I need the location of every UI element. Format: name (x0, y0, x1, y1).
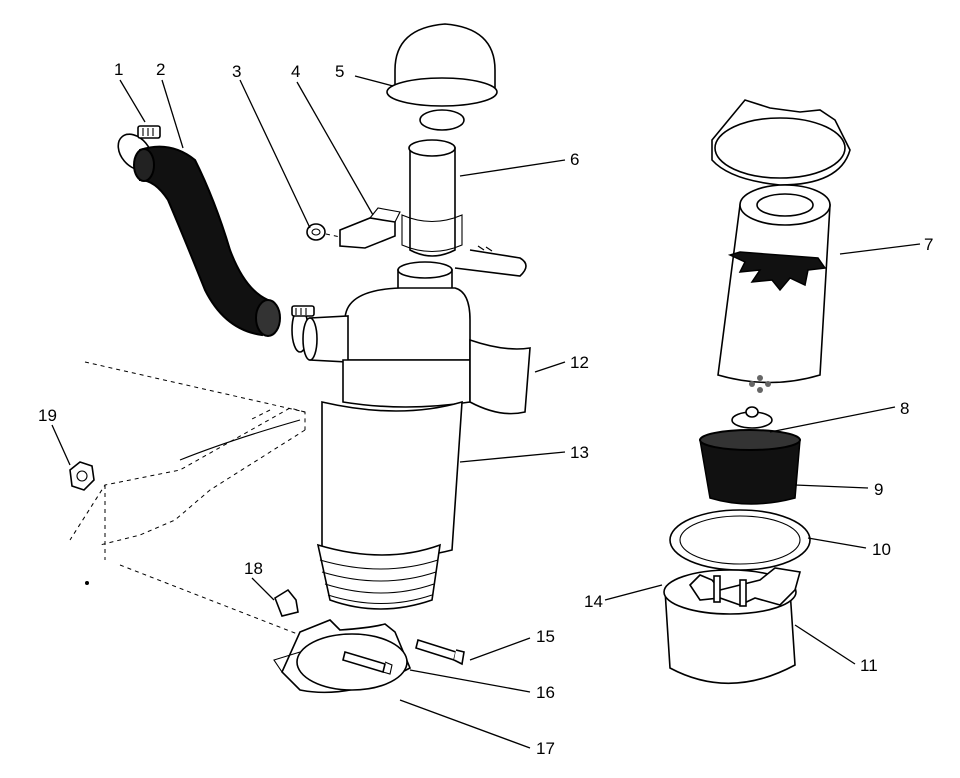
inlet-tube (401, 139, 463, 257)
precleaner-cap (386, 23, 498, 131)
callout-13: 13 (570, 443, 589, 462)
nut-small (306, 223, 326, 241)
mounting-band (273, 619, 412, 694)
carriage-bolt (342, 650, 393, 675)
callout-8: 8 (900, 399, 909, 418)
callout-2: 2 (156, 60, 165, 79)
evacuator-valve (731, 406, 773, 429)
callout-12: 12 (570, 353, 589, 372)
callout-5: 5 (335, 62, 344, 81)
callout-14: 14 (584, 592, 603, 611)
nut-clip (274, 588, 299, 617)
dust-cup (699, 429, 801, 505)
callout-17: 17 (536, 739, 555, 758)
long-bolt (415, 638, 465, 666)
callout-3: 3 (232, 62, 241, 81)
warning-decal (469, 338, 531, 415)
mounting-bracket (339, 207, 401, 249)
callout-7: 7 (924, 235, 933, 254)
callout-10: 10 (872, 540, 891, 559)
retaining-ring (669, 509, 811, 571)
hose-clamp-upper (117, 125, 161, 171)
frame-hole (85, 581, 89, 585)
leader-lines (51, 75, 921, 749)
callout-4: 4 (291, 62, 300, 81)
callout-1: 1 (114, 60, 123, 79)
filter-element (717, 184, 831, 393)
callout-18: 18 (244, 559, 263, 578)
lower-body (663, 567, 802, 685)
air-intake-hose (133, 145, 281, 337)
callout-9: 9 (874, 480, 883, 499)
callout-6: 6 (570, 150, 579, 169)
frame-outline (69, 361, 306, 636)
cover-top (711, 99, 851, 186)
callout-15: 15 (536, 627, 555, 646)
air-cleaner-housing (302, 261, 471, 610)
u-bolt (454, 245, 527, 277)
nut-19 (69, 461, 95, 491)
callout-19: 19 (38, 406, 57, 425)
callout-16: 16 (536, 683, 555, 702)
callout-11: 11 (860, 656, 878, 675)
callout-labels: 1 2 3 4 5 6 7 8 9 10 11 12 13 14 15 16 1… (38, 60, 933, 758)
